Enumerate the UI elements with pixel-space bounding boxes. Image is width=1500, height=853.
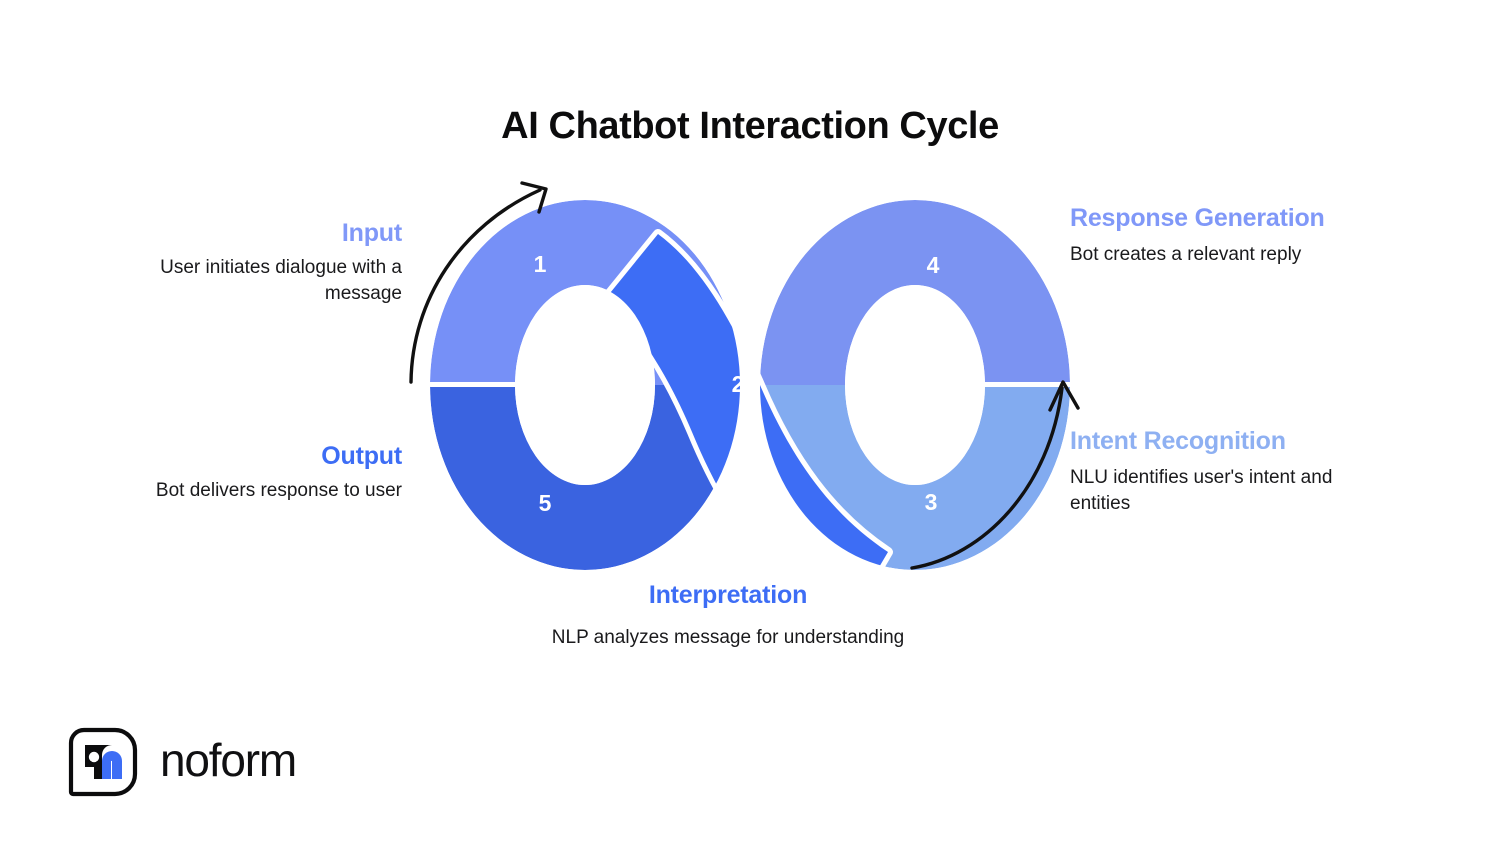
noform-logo: noform xyxy=(68,727,297,797)
label-interpretation: Interpretation NLP analyzes message for … xyxy=(548,580,908,651)
left-flow-arrow xyxy=(409,181,548,384)
label-response-generation: Response Generation Bot creates a releva… xyxy=(1070,203,1370,268)
segment-number-2: 2 xyxy=(732,371,745,397)
logo-outer-shape xyxy=(68,727,138,797)
logo-white-notch xyxy=(88,751,100,763)
segment-number-1: 1 xyxy=(534,251,547,277)
label-interpretation-desc: NLP analyzes message for understanding xyxy=(551,626,905,648)
label-input-title: Input xyxy=(341,219,402,247)
label-response-generation-desc: Bot creates a relevant reply xyxy=(1070,243,1302,265)
segment-number-3: 3 xyxy=(925,489,938,515)
interaction-cycle-diagram: 1 2 3 4 5 xyxy=(400,170,1100,590)
label-output-title: Output xyxy=(321,442,402,470)
label-intent-recognition-desc: NLU identifies user's intent and entitie… xyxy=(1070,466,1333,515)
noform-wordmark: noform xyxy=(160,734,297,786)
label-output: Output Bot delivers response to user xyxy=(90,441,402,504)
label-response-generation-title: Response Generation xyxy=(1070,204,1325,232)
label-intent-recognition-title: Intent Recognition xyxy=(1070,427,1286,455)
right-flow-arrow xyxy=(910,380,1080,570)
label-input-desc: User initiates dialogue with a message xyxy=(160,256,402,305)
label-intent-recognition: Intent Recognition NLU identifies user's… xyxy=(1070,426,1370,518)
label-interpretation-title: Interpretation xyxy=(648,581,808,609)
right-ring-divider xyxy=(912,382,1070,387)
segment-number-5: 5 xyxy=(539,490,552,516)
logo-blue-arc xyxy=(102,751,122,779)
noform-logo-mark-icon xyxy=(68,727,138,797)
page-title: AI Chatbot Interaction Cycle xyxy=(501,105,999,148)
segment-number-4: 4 xyxy=(927,252,940,278)
left-ring-divider xyxy=(430,382,590,387)
label-input: Input User initiates dialogue with a mes… xyxy=(90,218,402,308)
label-output-desc: Bot delivers response to user xyxy=(155,479,402,501)
right-loop-hole xyxy=(845,285,985,485)
outer-silhouette-mask xyxy=(400,170,1100,590)
left-loop-hole xyxy=(515,285,655,485)
